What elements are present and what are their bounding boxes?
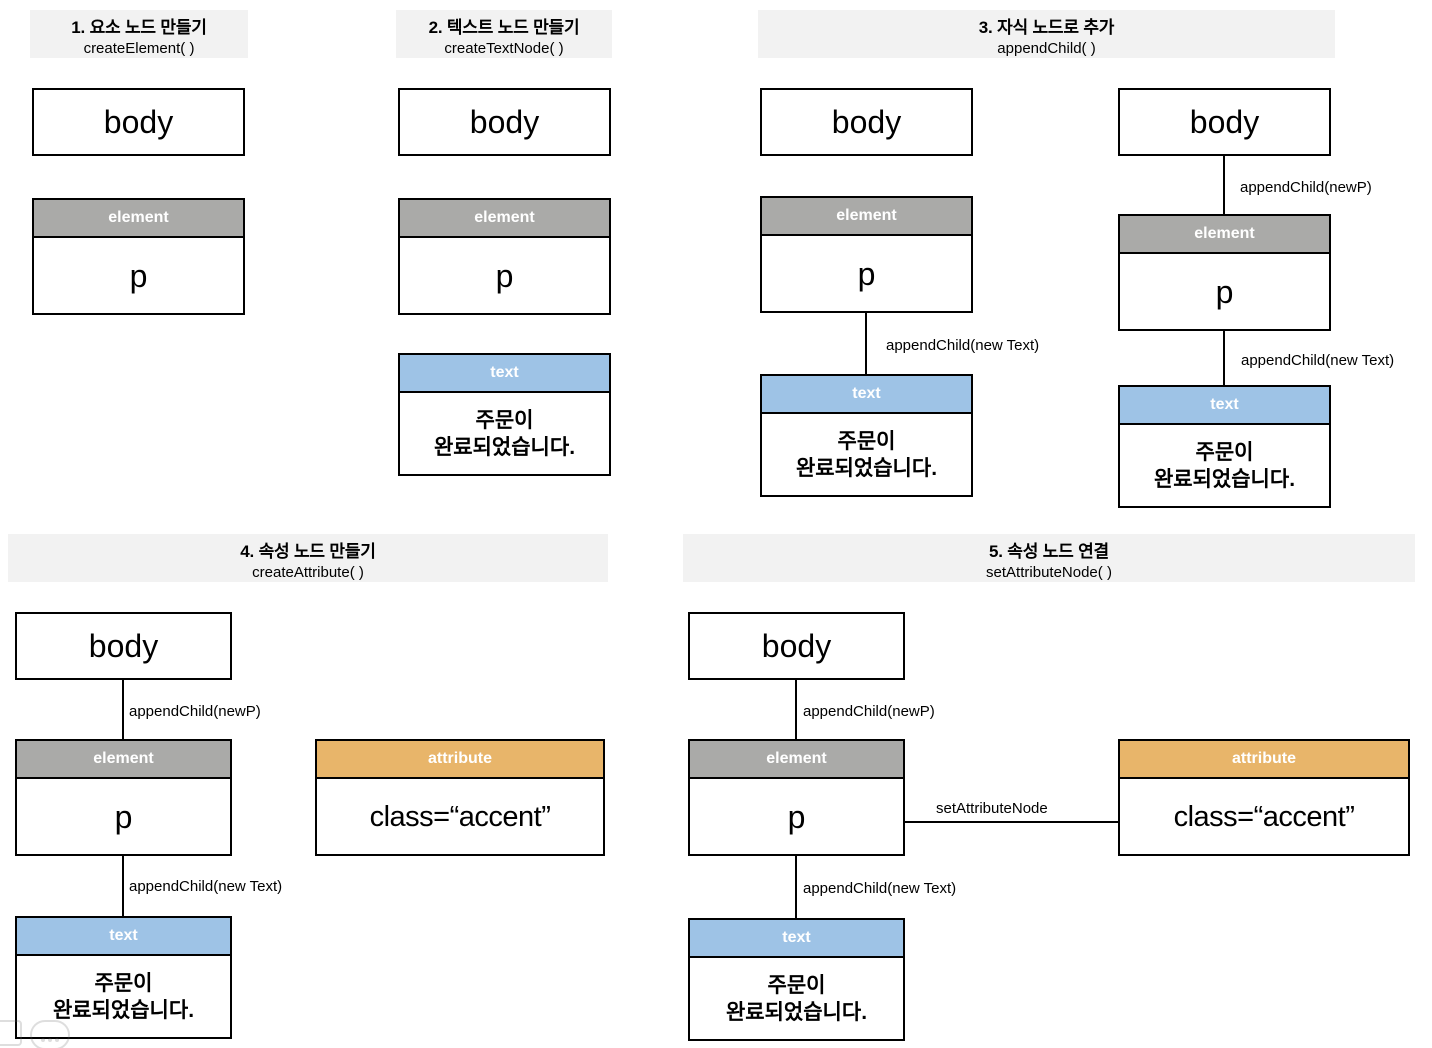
panel-3-title: 3. 자식 노드로 추가: [978, 18, 1115, 37]
node-text-header-p4: text: [17, 918, 230, 956]
panel-2-method: createTextNode( ): [444, 40, 564, 57]
node-body-p1: body: [32, 88, 245, 156]
connector-body-to-element-p3-right: [1223, 156, 1225, 215]
node-text-line1-p3-left: 주문이: [837, 429, 896, 453]
node-body-label-p4: body: [88, 628, 159, 664]
edge-label-append-newtext-p3-right: appendChild(new Text): [1241, 352, 1395, 369]
node-text-line1-p3-right: 주문이: [1195, 440, 1254, 464]
artifact-pill-icon: [30, 1020, 70, 1048]
node-element-header-p3-right: element: [1120, 216, 1329, 254]
node-body-p5: body: [688, 612, 905, 680]
node-element-tag-p3-right: p: [1215, 273, 1234, 310]
connector-element-to-text-p5: [795, 856, 797, 918]
node-text-p2: text 주문이 완료되었습니다.: [398, 353, 611, 476]
panel-4-title: 4. 속성 노드 만들기: [240, 542, 376, 561]
panel-3-method: appendChild( ): [997, 40, 1096, 57]
edge-label-append-newp-p4: appendChild(newP): [129, 703, 261, 720]
artifact-rect-icon: [0, 1020, 22, 1046]
node-text-header-p5: text: [690, 920, 903, 958]
node-text-line2-p3-right: 완료되었습니다.: [1153, 467, 1296, 491]
edge-label-append-newp-p3-right: appendChild(newP): [1240, 179, 1372, 196]
node-element-header-p1: element: [34, 200, 243, 238]
node-body-p4: body: [15, 612, 232, 680]
node-body-label-p3-right: body: [1189, 104, 1260, 140]
node-attribute-p5: attribute class=“accent”: [1118, 739, 1410, 856]
node-element-header-p2: element: [400, 200, 609, 238]
node-element-tag-p5: p: [787, 798, 806, 835]
node-text-line1-p2: 주문이: [475, 408, 534, 432]
node-element-tag-p2: p: [495, 257, 514, 294]
artifact-dot-2: [48, 1038, 52, 1042]
node-attribute-p4: attribute class=“accent”: [315, 739, 605, 856]
node-body-label-p2: body: [469, 104, 540, 140]
panel-5-title: 5. 속성 노드 연결: [989, 542, 1109, 561]
edge-label-append-newp-p5: appendChild(newP): [803, 703, 935, 720]
panel-header-5: 5. 속성 노드 연결 setAttributeNode( ): [683, 534, 1415, 582]
node-text-line1-p5: 주문이: [767, 973, 826, 997]
cropped-toolbar-artifact: [0, 1016, 70, 1048]
edge-label-append-newtext-p4: appendChild(new Text): [129, 878, 283, 895]
connector-element-to-text-p3-right: [1223, 331, 1225, 385]
panel-2-title: 2. 텍스트 노드 만들기: [428, 18, 580, 37]
node-element-header-p5: element: [690, 741, 903, 779]
node-body-p3-left: body: [760, 88, 973, 156]
panel-header-4: 4. 속성 노드 만들기 createAttribute( ): [8, 534, 608, 582]
node-text-content-p2: 주문이 완료되었습니다.: [400, 393, 609, 474]
node-text-line2-p5: 완료되었습니다.: [725, 1000, 868, 1024]
node-body-label-p5: body: [761, 628, 832, 664]
connector-body-to-element-p4: [122, 680, 124, 739]
node-text-content-p5: 주문이 완료되었습니다.: [690, 958, 903, 1039]
node-text-header-p3-right: text: [1120, 387, 1329, 425]
connector-element-to-text-p4: [122, 856, 124, 916]
node-element-p3-right: element p: [1118, 214, 1331, 331]
node-body-p3-right: body: [1118, 88, 1331, 156]
panel-header-2: 2. 텍스트 노드 만들기 createTextNode( ): [396, 10, 612, 58]
panel-header-1: 1. 요소 노드 만들기 createElement( ): [30, 10, 248, 58]
panel-header-3: 3. 자식 노드로 추가 appendChild( ): [758, 10, 1335, 58]
connector-body-to-element-p5: [795, 680, 797, 739]
node-element-header-p4: element: [17, 741, 230, 779]
node-text-header-p3-left: text: [762, 376, 971, 414]
edge-label-append-newtext-p5: appendChild(new Text): [803, 880, 957, 897]
node-text-p4: text 주문이 완료되었습니다.: [15, 916, 232, 1039]
node-element-tag-p1: p: [129, 257, 148, 294]
connector-element-to-attribute-p5: [903, 821, 1120, 823]
panel-5-method: setAttributeNode( ): [986, 564, 1112, 581]
node-text-line2-p3-left: 완료되었습니다.: [795, 456, 938, 480]
edge-label-set-attribute-node-p5: setAttributeNode: [936, 800, 1048, 817]
node-attribute-header-p4: attribute: [317, 741, 603, 779]
node-text-line1-p4: 주문이: [94, 971, 153, 995]
node-text-line2-p4: 완료되었습니다.: [52, 998, 195, 1022]
node-element-tag-p3-left: p: [857, 255, 876, 292]
node-text-p3-left: text 주문이 완료되었습니다.: [760, 374, 973, 497]
node-text-content-p3-right: 주문이 완료되었습니다.: [1120, 425, 1329, 506]
node-body-label-p1: body: [103, 104, 174, 140]
node-element-p3-left: element p: [760, 196, 973, 313]
node-element-p4: element p: [15, 739, 232, 856]
node-element-p5: element p: [688, 739, 905, 856]
node-attribute-value-p5: class=“accent”: [1173, 800, 1355, 833]
node-attribute-value-p4: class=“accent”: [369, 800, 551, 833]
node-text-line2-p2: 완료되었습니다.: [433, 435, 576, 459]
panel-1-method: createElement( ): [83, 40, 195, 57]
artifact-dot-1: [41, 1038, 45, 1042]
artifact-dot-3: [55, 1038, 59, 1042]
node-element-tag-p4: p: [114, 798, 133, 835]
node-text-header-p2: text: [400, 355, 609, 393]
node-text-content-p4: 주문이 완료되었습니다.: [17, 956, 230, 1037]
connector-element-to-text-p3-left: [865, 313, 867, 375]
node-attribute-header-p5: attribute: [1120, 741, 1408, 779]
node-element-p2: element p: [398, 198, 611, 315]
node-body-p2: body: [398, 88, 611, 156]
panel-1-title: 1. 요소 노드 만들기: [71, 18, 207, 37]
node-element-p1: element p: [32, 198, 245, 315]
node-body-label-p3-left: body: [831, 104, 902, 140]
node-text-p5: text 주문이 완료되었습니다.: [688, 918, 905, 1041]
node-element-header-p3-left: element: [762, 198, 971, 236]
node-text-p3-right: text 주문이 완료되었습니다.: [1118, 385, 1331, 508]
edge-label-append-newtext-p3-left: appendChild(new Text): [886, 337, 1040, 354]
node-text-content-p3-left: 주문이 완료되었습니다.: [762, 414, 971, 495]
panel-4-method: createAttribute( ): [252, 564, 364, 581]
